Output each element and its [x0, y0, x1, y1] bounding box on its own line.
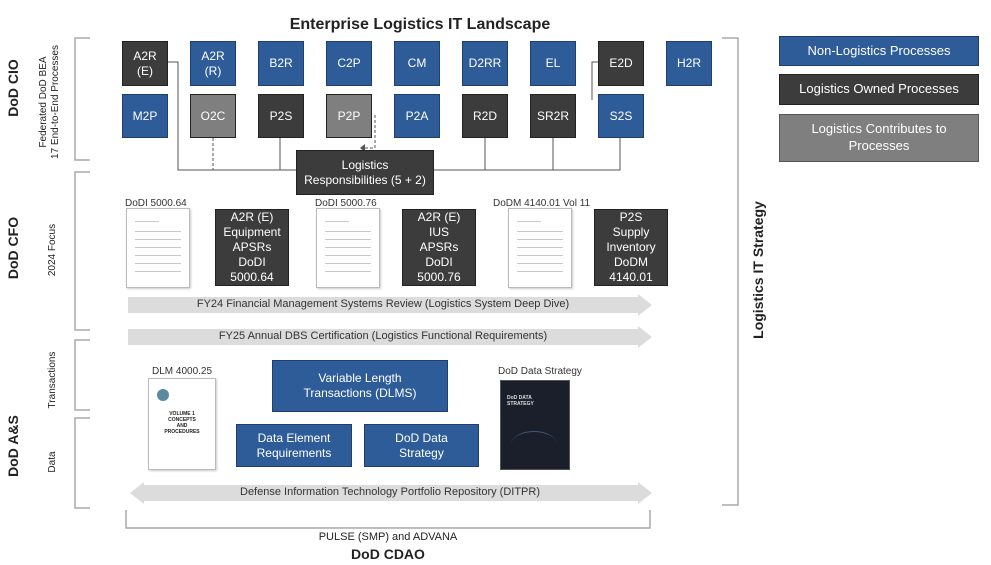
process-el: EL [530, 41, 576, 86]
document-dodm-4140 [508, 208, 572, 288]
process-r2d: R2D [462, 94, 508, 138]
data-strategy-cover: DoD DATA STRATEGY [500, 380, 570, 470]
logistics-it-strategy-label: Logistics IT Strategy [750, 201, 766, 339]
process-p2s: P2S [258, 94, 304, 138]
process-h2r: H2R [666, 41, 712, 86]
process-s2s: S2S [598, 94, 644, 138]
dod-cfo-label: DoD CFO [5, 216, 21, 280]
process-d2rr: D2RR [462, 41, 508, 86]
doc-label-dodi-5000-64: DoDI 5000.64 [125, 198, 187, 209]
document-dodi-5000-64 [126, 208, 190, 288]
pulse-advana-label: PULSE (SMP) and ADVANA [318, 531, 458, 543]
process-cm: CM [394, 41, 440, 86]
logistics-responsibilities-box: Logistics Responsibilities (5 + 2) [296, 150, 434, 195]
dod-cio-label: DoD CIO [5, 59, 21, 117]
dod-data-strategy-box: DoD Data Strategy [364, 424, 479, 467]
process-p2a: P2A [394, 94, 440, 138]
process-b2r: B2R [258, 41, 304, 86]
process-c2p: C2P [326, 41, 372, 86]
dlm-cover-title: VOLUME 1 CONCEPTS AND PROCEDURES [164, 411, 200, 435]
doc-label-dodi-5000-76: DoDI 5000.76 [315, 198, 377, 209]
doc-label-dodm-4140: DoDM 4140.01 Vol 11 [493, 198, 591, 209]
legend-logistics-contributes: Logistics Contributes to Processes [779, 114, 979, 162]
legend-logistics-owned: Logistics Owned Processes [779, 74, 979, 105]
data-label: Data [47, 451, 58, 473]
process-o2c: O2C [190, 94, 236, 138]
dlm-document-cover: VOLUME 1 CONCEPTS AND PROCEDURES [148, 378, 216, 470]
cfo-sub-label: 2024 Focus [47, 223, 58, 277]
box-a2r-e-ius: A2R (E) IUS APSRs DoDI 5000.76 [402, 209, 476, 286]
diagram-title: Enterprise Logistics IT Landscape [289, 16, 551, 33]
box-a2r-e-equipment: A2R (E) Equipment APSRs DoDI 5000.64 [215, 209, 289, 286]
dod-cdao-label: DoD CDAO [351, 546, 425, 562]
transactions-label: Transactions [47, 351, 58, 409]
dlms-box: Variable Length Transactions (DLMS) [272, 360, 448, 412]
process-m2p: M2P [122, 94, 168, 138]
data-strategy-cover-title: DoD DATA STRATEGY [507, 395, 534, 407]
box-p2s-supply: P2S Supply Inventory DoDM 4140.01 [594, 209, 668, 286]
fy25-arrow-label: FY25 Annual DBS Certification (Logistics… [218, 330, 548, 342]
process-e2d: E2D [598, 41, 644, 86]
cio-sub-label: Federated DoD BEA 17 End-to-End Processe… [38, 45, 61, 159]
data-element-requirements-box: Data Element Requirements [236, 424, 352, 467]
process-a2r-r: A2R (R) [190, 41, 236, 86]
process-a2r-e: A2R (E) [122, 41, 168, 86]
fy24-arrow [128, 294, 652, 316]
fy25-arrow [128, 326, 652, 348]
fy24-arrow-label: FY24 Financial Management Systems Review… [196, 298, 570, 310]
legend-non-logistics: Non-Logistics Processes [779, 36, 979, 66]
process-sr2r: SR2R [530, 94, 576, 138]
ditpr-arrow-label: Defense Information Technology Portfolio… [240, 486, 540, 498]
dod-as-label: DoD A&S [5, 415, 21, 477]
ditpr-arrow [130, 482, 652, 504]
dlm-label: DLM 4000.25 [152, 366, 213, 377]
data-strategy-label: DoD Data Strategy [498, 366, 582, 377]
process-p2p: P2P [326, 94, 372, 138]
document-dodi-5000-76 [316, 208, 380, 288]
